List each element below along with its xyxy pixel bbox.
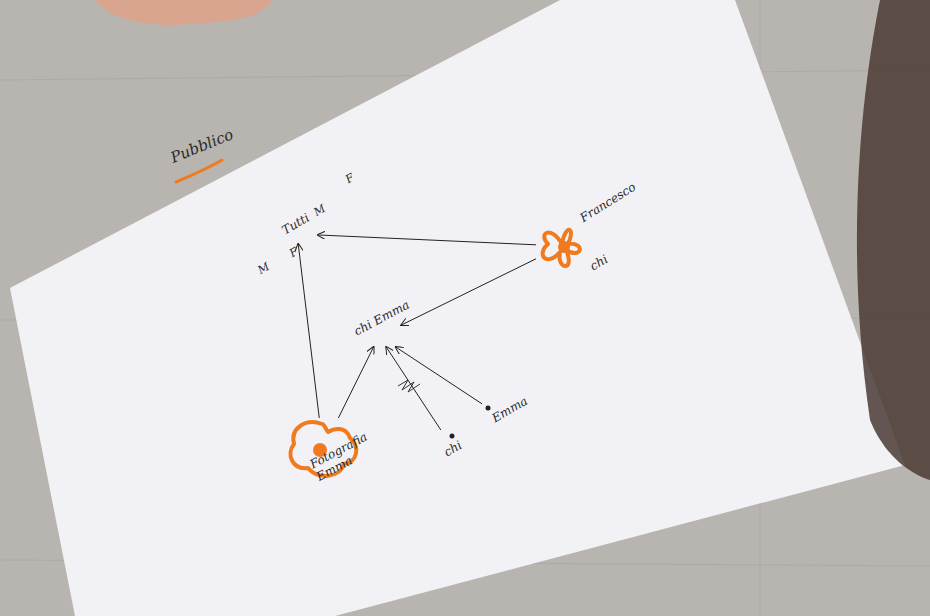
node-outline: [536, 220, 588, 272]
pen-connector: [386, 347, 441, 430]
diagram-node: Tutti: [276, 224, 318, 244]
diagram-node: chi: [440, 430, 464, 464]
blurred-object: [857, 0, 930, 480]
diagram-node: chi Emma: [350, 325, 408, 347]
pen-connector: [396, 347, 482, 404]
diagram-node: Fotografia Emma: [284, 418, 362, 480]
scribble: [398, 380, 420, 392]
pen-connector: [338, 347, 373, 418]
hand: [95, 0, 272, 25]
pen-connector: [298, 244, 319, 418]
pen-connector: [318, 235, 536, 245]
orange-dot: [558, 241, 570, 253]
diagram-node: Emma: [482, 402, 522, 432]
paper-sheet: [10, 0, 905, 616]
pen-connector: [401, 259, 536, 325]
orange-knot: [543, 230, 580, 266]
end-dot: [450, 434, 455, 439]
node-text: chi: [442, 439, 465, 460]
end-dot: [486, 406, 491, 411]
diagram-node: Francescochi: [536, 220, 588, 272]
